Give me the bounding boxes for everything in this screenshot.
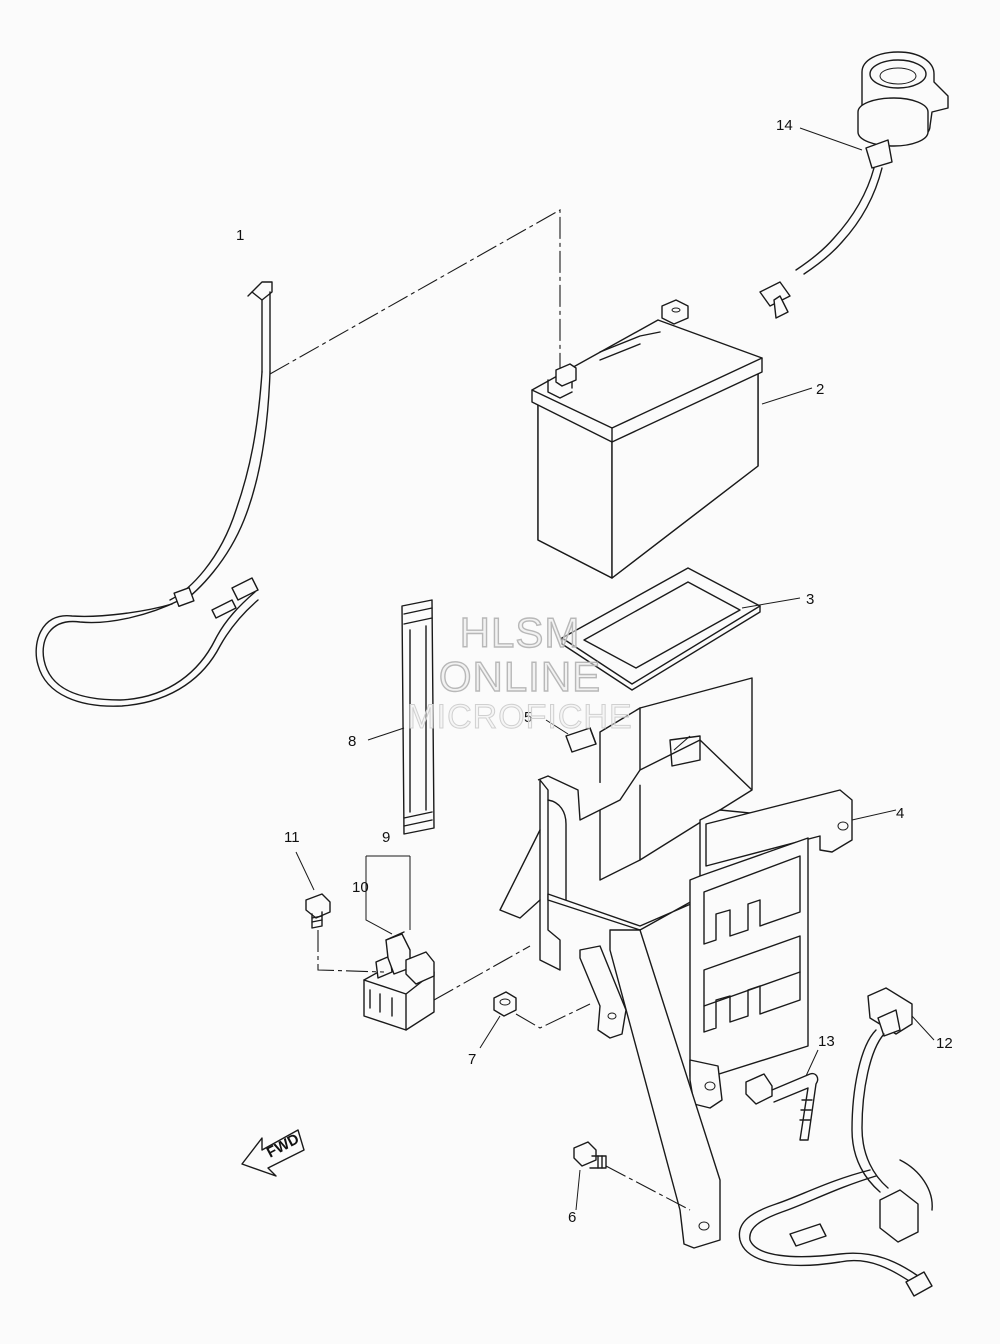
cable-to-battery-line [269,209,561,380]
part-5-clip[interactable] [565,727,597,753]
part-9-starter-relay[interactable] [363,933,435,1031]
callout-13[interactable]: 13 [818,1033,835,1050]
part-10-relay-connector[interactable] [385,931,405,941]
part-13-cable-tie[interactable] [745,1072,819,1141]
bolt-to-relay-line [317,930,385,973]
callout-10[interactable]: 10 [352,879,369,896]
part-1-battery-cable[interactable] [35,281,273,707]
part-11-bolt[interactable] [305,893,331,929]
fwd-arrow-icon: FWD [241,1129,305,1177]
part-2-battery[interactable] [531,299,763,579]
callout-14[interactable]: 14 [776,117,793,134]
callout-3[interactable]: 3 [806,591,814,608]
part-7-nut[interactable] [493,991,517,1017]
part-12-sub-harness[interactable] [738,987,933,1297]
callout-4[interactable]: 4 [896,805,904,822]
callout-6[interactable]: 6 [568,1209,576,1226]
callout-5[interactable]: 5 [524,709,532,726]
callout-8[interactable]: 8 [348,733,356,750]
callout-1[interactable]: 1 [236,227,244,244]
part-8-battery-band[interactable] [401,599,435,835]
relay-to-box-line [433,945,531,1001]
part-6-bolt[interactable] [573,1141,607,1169]
part-3-battery-pad[interactable] [561,567,761,691]
part-4-battery-box[interactable] [499,677,853,1249]
callout-7[interactable]: 7 [468,1051,476,1068]
callout-9[interactable]: 9 [382,829,390,846]
callout-12[interactable]: 12 [936,1035,953,1052]
callout-11[interactable]: 11 [284,829,300,846]
bolt-to-leg-line [605,1165,691,1211]
nut-to-box-line [515,1003,591,1029]
callout-2[interactable]: 2 [816,381,824,398]
part-14-dc-jack[interactable] [759,51,949,319]
